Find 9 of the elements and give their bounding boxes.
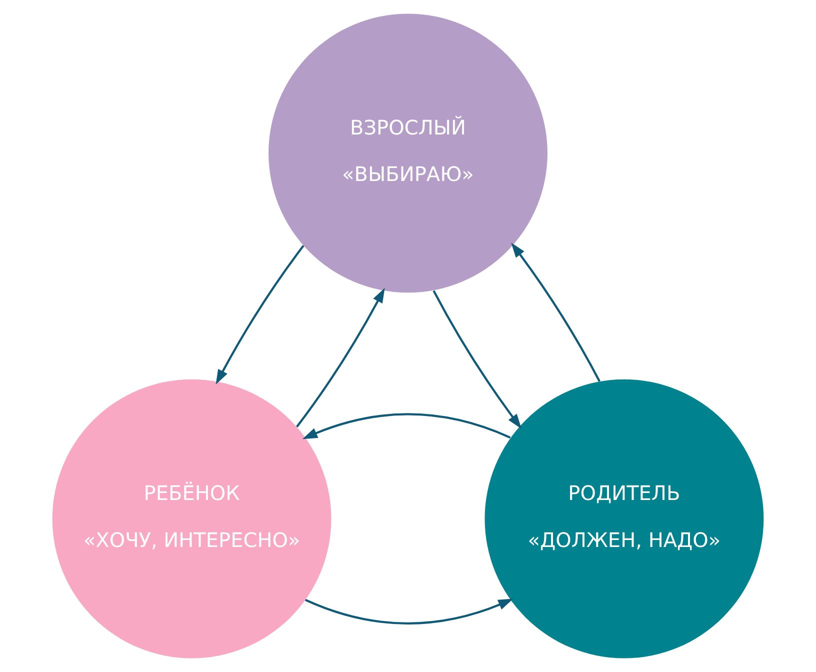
arrow: [296, 288, 385, 428]
arrow: [511, 242, 600, 382]
arrow: [304, 598, 514, 624]
arrow: [216, 245, 304, 385]
arrow: [432, 290, 522, 429]
arrow: [302, 413, 511, 440]
node-circle: РОДИТЕЛЬ «ДОЛЖЕН, НАДО»: [484, 379, 764, 658]
node-circle: РЕБЁНОК «ХОЧУ, ИНТЕРЕСНО»: [52, 379, 332, 658]
node-circle: ВЗРОСЛЫЙ «ВЫБИРАЮ»: [268, 14, 548, 293]
